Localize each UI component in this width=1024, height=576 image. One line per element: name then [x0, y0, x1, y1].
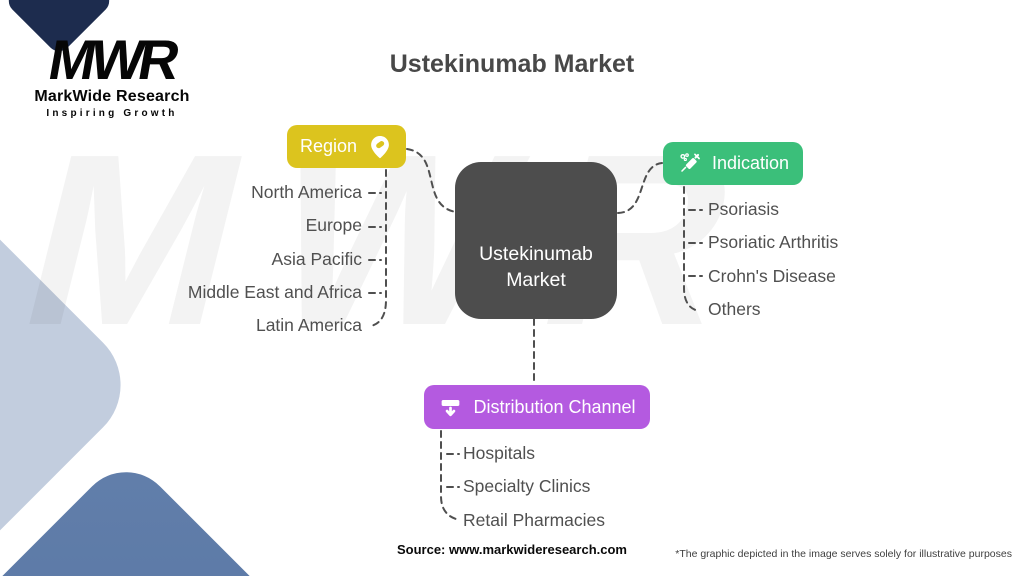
region-badge-label: Region: [299, 136, 358, 156]
list-item: Hospitals: [463, 443, 535, 464]
connector-region-vline: [370, 169, 387, 327]
logo-tagline: Inspiring Growth: [46, 108, 178, 119]
syringe-icon: [677, 151, 702, 176]
distribution-channel-badge: Distribution Channel: [424, 385, 650, 429]
list-item: Middle East and Africa: [187, 282, 362, 303]
disclaimer-note: *The graphic depicted in the image serve…: [675, 548, 1012, 560]
indication-badge: Indication: [663, 142, 803, 185]
list-item: Psoriasis: [708, 199, 779, 220]
connector-indication-curve: [617, 162, 663, 214]
connector-distribution-vline: [440, 430, 457, 520]
distribution-channel-badge-label: Distribution Channel: [473, 396, 636, 417]
logo-name: MarkWide Research: [34, 88, 190, 105]
source-note: Source: www.markwideresearch.com: [396, 542, 627, 557]
location-pin-icon: [367, 134, 393, 160]
markwide-logo: MWR MarkWide Research Inspiring Growth: [28, 28, 196, 119]
connector-region-curve: [406, 148, 457, 213]
list-item: North America: [251, 182, 362, 203]
connectors-group: [368, 148, 703, 520]
region-badge: Region: [287, 125, 406, 168]
indication-badge-label: Indication: [711, 153, 790, 173]
list-item: Asia Pacific: [271, 248, 362, 269]
center-node-label: Ustekinumab Market: [479, 242, 593, 291]
list-item: Latin America: [255, 315, 362, 336]
connector-indication-vline: [683, 186, 700, 312]
list-item: Psoriatic Arthritis: [708, 232, 839, 253]
list-item: Retail Pharmacies: [463, 509, 605, 530]
center-node: Ustekinumab Market: [455, 162, 617, 319]
download-tray-icon: [438, 395, 463, 420]
page-title: Ustekinumab Market: [389, 50, 635, 78]
list-item: Crohn's Disease: [708, 265, 836, 286]
list-item: Europe: [305, 215, 362, 236]
list-item: Specialty Clinics: [463, 476, 591, 497]
list-item: Others: [708, 299, 761, 320]
